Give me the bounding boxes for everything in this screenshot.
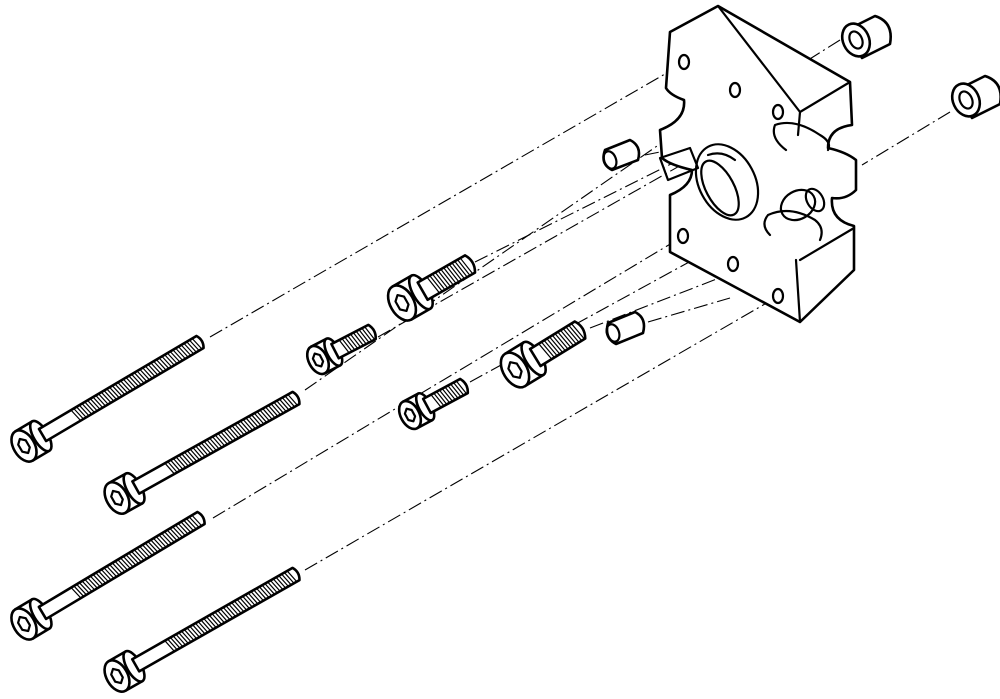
pin-face — [605, 323, 621, 343]
screw-head-face — [103, 659, 131, 693]
screw-shank — [130, 566, 301, 673]
plate-mount-hole — [676, 227, 690, 245]
plate-side-hole — [779, 188, 817, 222]
screw-head-face — [386, 284, 418, 322]
hex-socket-icon — [311, 352, 325, 368]
hex-socket-icon — [17, 437, 31, 455]
plate-mount-hole — [771, 103, 785, 121]
axis-line — [209, 62, 685, 338]
screw-thread — [338, 326, 376, 354]
short-screw — [397, 377, 470, 431]
screw-thread — [70, 514, 203, 599]
plate-side-hole-inner — [804, 187, 826, 213]
screw-shank — [330, 323, 377, 360]
plate-center-bore — [694, 143, 760, 221]
hex-socket-icon — [110, 667, 124, 685]
sleeve-bore — [958, 90, 974, 110]
screw-shank — [416, 254, 477, 302]
axis-line — [589, 269, 741, 329]
screw-head-face — [397, 399, 423, 431]
axis-line — [861, 111, 951, 166]
hex-socket-icon — [403, 407, 417, 423]
plate-bottom-slot — [763, 209, 823, 242]
screw-head-face — [305, 344, 331, 376]
adapter-plate — [658, 4, 858, 324]
medium-screw — [386, 254, 477, 322]
sleeve-face — [950, 82, 982, 118]
screws-group — [10, 254, 587, 693]
centering-sleeve — [840, 14, 892, 60]
screw-head-face — [10, 607, 38, 641]
axis-line — [212, 236, 683, 519]
sleeve-face — [840, 22, 872, 58]
plate-key-slot — [658, 146, 700, 182]
dowel-pin — [602, 138, 641, 172]
long-screw — [103, 566, 301, 693]
plate-top-slot — [772, 121, 831, 152]
sleeve-bore — [848, 30, 864, 50]
screw-thread — [538, 322, 586, 360]
plate-body — [658, 4, 858, 324]
screw-thread — [426, 257, 474, 294]
screw-thread — [70, 337, 203, 422]
pin-face — [602, 150, 618, 170]
long-screw — [10, 334, 205, 463]
axis-line — [474, 111, 776, 263]
screw-thread — [164, 393, 298, 475]
short-screw — [305, 323, 377, 376]
plate-edge — [716, 4, 856, 324]
plate-bore-inner — [700, 159, 740, 217]
hex-socket-icon — [17, 615, 31, 633]
axis-line — [647, 297, 731, 323]
screw-shank — [37, 510, 206, 621]
long-screw — [103, 390, 301, 516]
screw-thread — [430, 380, 468, 408]
medium-screw — [499, 320, 587, 389]
plate-mount-hole — [677, 53, 691, 71]
dowel-pin — [605, 310, 646, 346]
pin-body — [602, 138, 641, 172]
long-screw — [10, 510, 206, 641]
plate-mount-hole — [726, 255, 740, 273]
axis-line — [304, 296, 778, 571]
screw-head-face — [499, 351, 531, 389]
hex-socket-icon — [394, 294, 410, 312]
screw-shank — [421, 377, 470, 415]
axis-line — [644, 139, 721, 156]
plate-mount-hole — [728, 81, 742, 99]
screw-head-face — [103, 480, 131, 516]
screw-thread — [164, 570, 298, 652]
hex-socket-icon — [507, 361, 523, 379]
plate-mount-hole — [771, 287, 785, 305]
screw-head-face — [10, 429, 38, 463]
pin-body — [605, 310, 646, 346]
centering-sleeve — [950, 74, 1000, 120]
plate-bore-shade — [706, 152, 737, 162]
hex-socket-icon — [110, 489, 124, 507]
